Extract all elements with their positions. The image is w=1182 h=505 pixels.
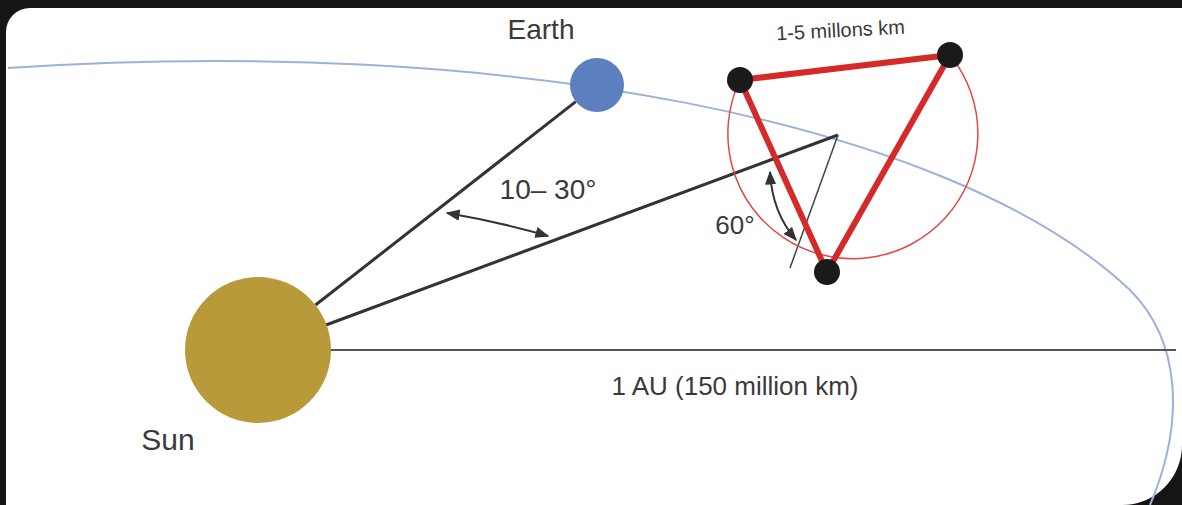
angle-label: 10– 30° bbox=[500, 176, 597, 204]
distance-label: 1 AU (150 million km) bbox=[611, 373, 858, 399]
radius-line bbox=[330, 349, 1176, 351]
spacecraft bbox=[814, 259, 840, 285]
spacecraft bbox=[727, 67, 753, 93]
sun-circle: Sun bbox=[185, 277, 331, 423]
angle-arc bbox=[770, 172, 796, 240]
earth-circle: Earth bbox=[570, 58, 624, 112]
angle-arc bbox=[447, 213, 548, 236]
body-label: Earth bbox=[508, 16, 575, 44]
earth-orbit bbox=[8, 61, 1173, 505]
constellation-line bbox=[326, 135, 838, 325]
angle-label: 60° bbox=[715, 212, 754, 238]
body-label: Sun bbox=[141, 425, 194, 455]
spacecraft-triangle bbox=[740, 55, 950, 272]
spacecraft bbox=[937, 42, 963, 68]
